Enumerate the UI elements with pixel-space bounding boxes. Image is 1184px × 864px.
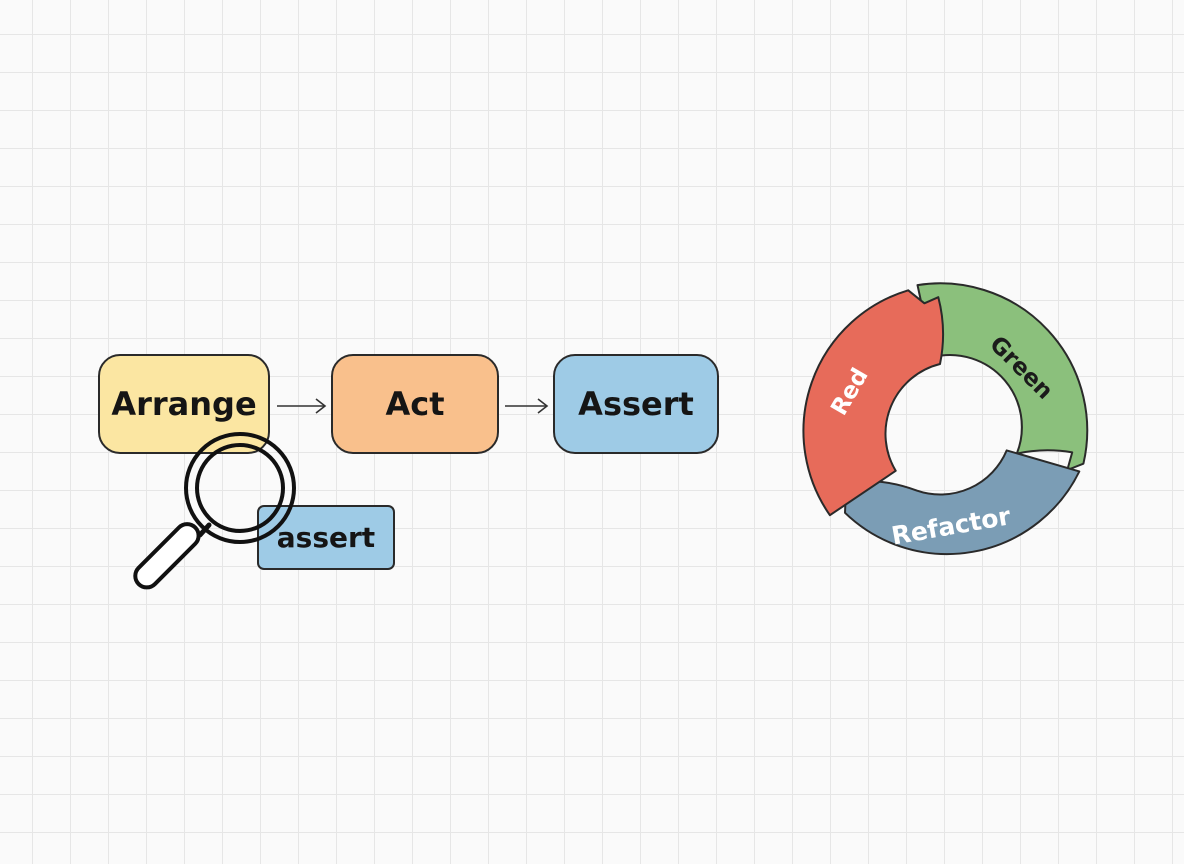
arrange-step: Arrange xyxy=(98,354,270,454)
assert-step: Assert xyxy=(553,354,719,454)
right-arrow-icon xyxy=(277,398,327,414)
right-arrow-icon xyxy=(505,398,549,414)
tdd-cycle: Green Red Refactor xyxy=(802,282,1089,556)
magnifying-glass-icon xyxy=(133,432,296,590)
red-segment xyxy=(802,289,945,517)
act-step: Act xyxy=(331,354,499,454)
green-segment xyxy=(916,282,1089,471)
